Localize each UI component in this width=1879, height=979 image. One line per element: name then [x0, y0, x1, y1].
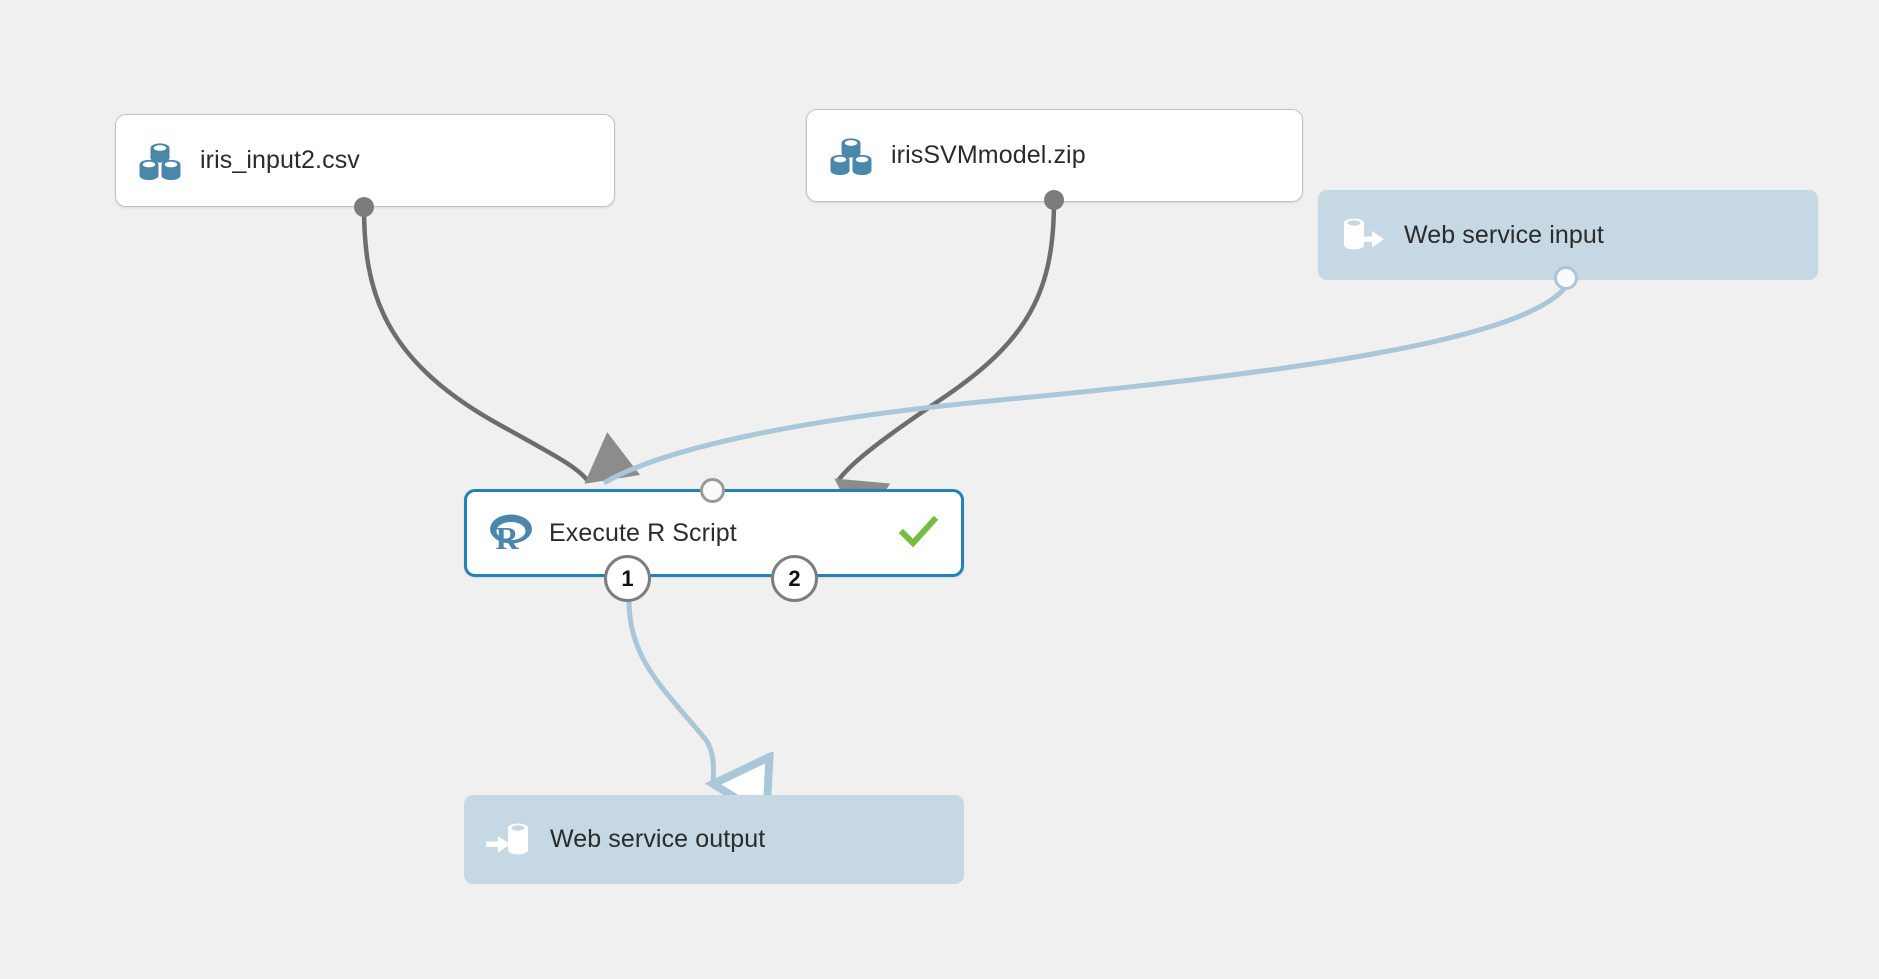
node-execute-r-script[interactable]: R Execute R Script	[464, 489, 964, 577]
output-port-1-label: 1	[621, 565, 634, 591]
node-web-service-output[interactable]: Web service output	[464, 795, 964, 884]
node-dataset-irissvmmodel-zip[interactable]: irisSVMmodel.zip	[806, 109, 1303, 202]
edge-model-to-rscript-port2	[834, 199, 1057, 529]
web-service-input-icon	[1338, 212, 1388, 258]
dataset-icon	[134, 135, 186, 187]
edge-dataset-to-rscript-port1	[361, 206, 641, 484]
output-port-irissvmmodel-zip[interactable]	[1044, 190, 1064, 210]
node-web-service-input[interactable]: Web service input	[1318, 190, 1818, 280]
output-port-2-label: 2	[788, 565, 801, 591]
output-port-2-execute-r-script[interactable]: 2	[771, 555, 818, 602]
status-badge-success	[899, 516, 939, 550]
output-port-iris-input2-csv[interactable]	[354, 197, 374, 217]
dataset-icon	[825, 130, 877, 182]
edge-webserviceinput-to-rscript	[602, 286, 1567, 486]
output-port-web-service-input[interactable]	[1554, 266, 1578, 290]
edge-rscript-to-webserviceoutput	[626, 600, 713, 784]
node-label: Web service output	[550, 825, 766, 853]
svg-text:R: R	[495, 520, 519, 554]
node-label: Web service input	[1404, 220, 1604, 249]
web-service-output-icon	[484, 817, 534, 863]
node-dataset-iris-input2-csv[interactable]: iris_input2.csv	[115, 114, 615, 207]
output-port-1-execute-r-script[interactable]: 1	[604, 555, 651, 602]
node-label: irisSVMmodel.zip	[891, 141, 1086, 169]
node-label: iris_input2.csv	[200, 146, 360, 174]
input-port-3-execute-r-script[interactable]	[700, 478, 725, 503]
node-label: Execute R Script	[549, 518, 737, 547]
r-language-icon: R	[487, 512, 535, 554]
